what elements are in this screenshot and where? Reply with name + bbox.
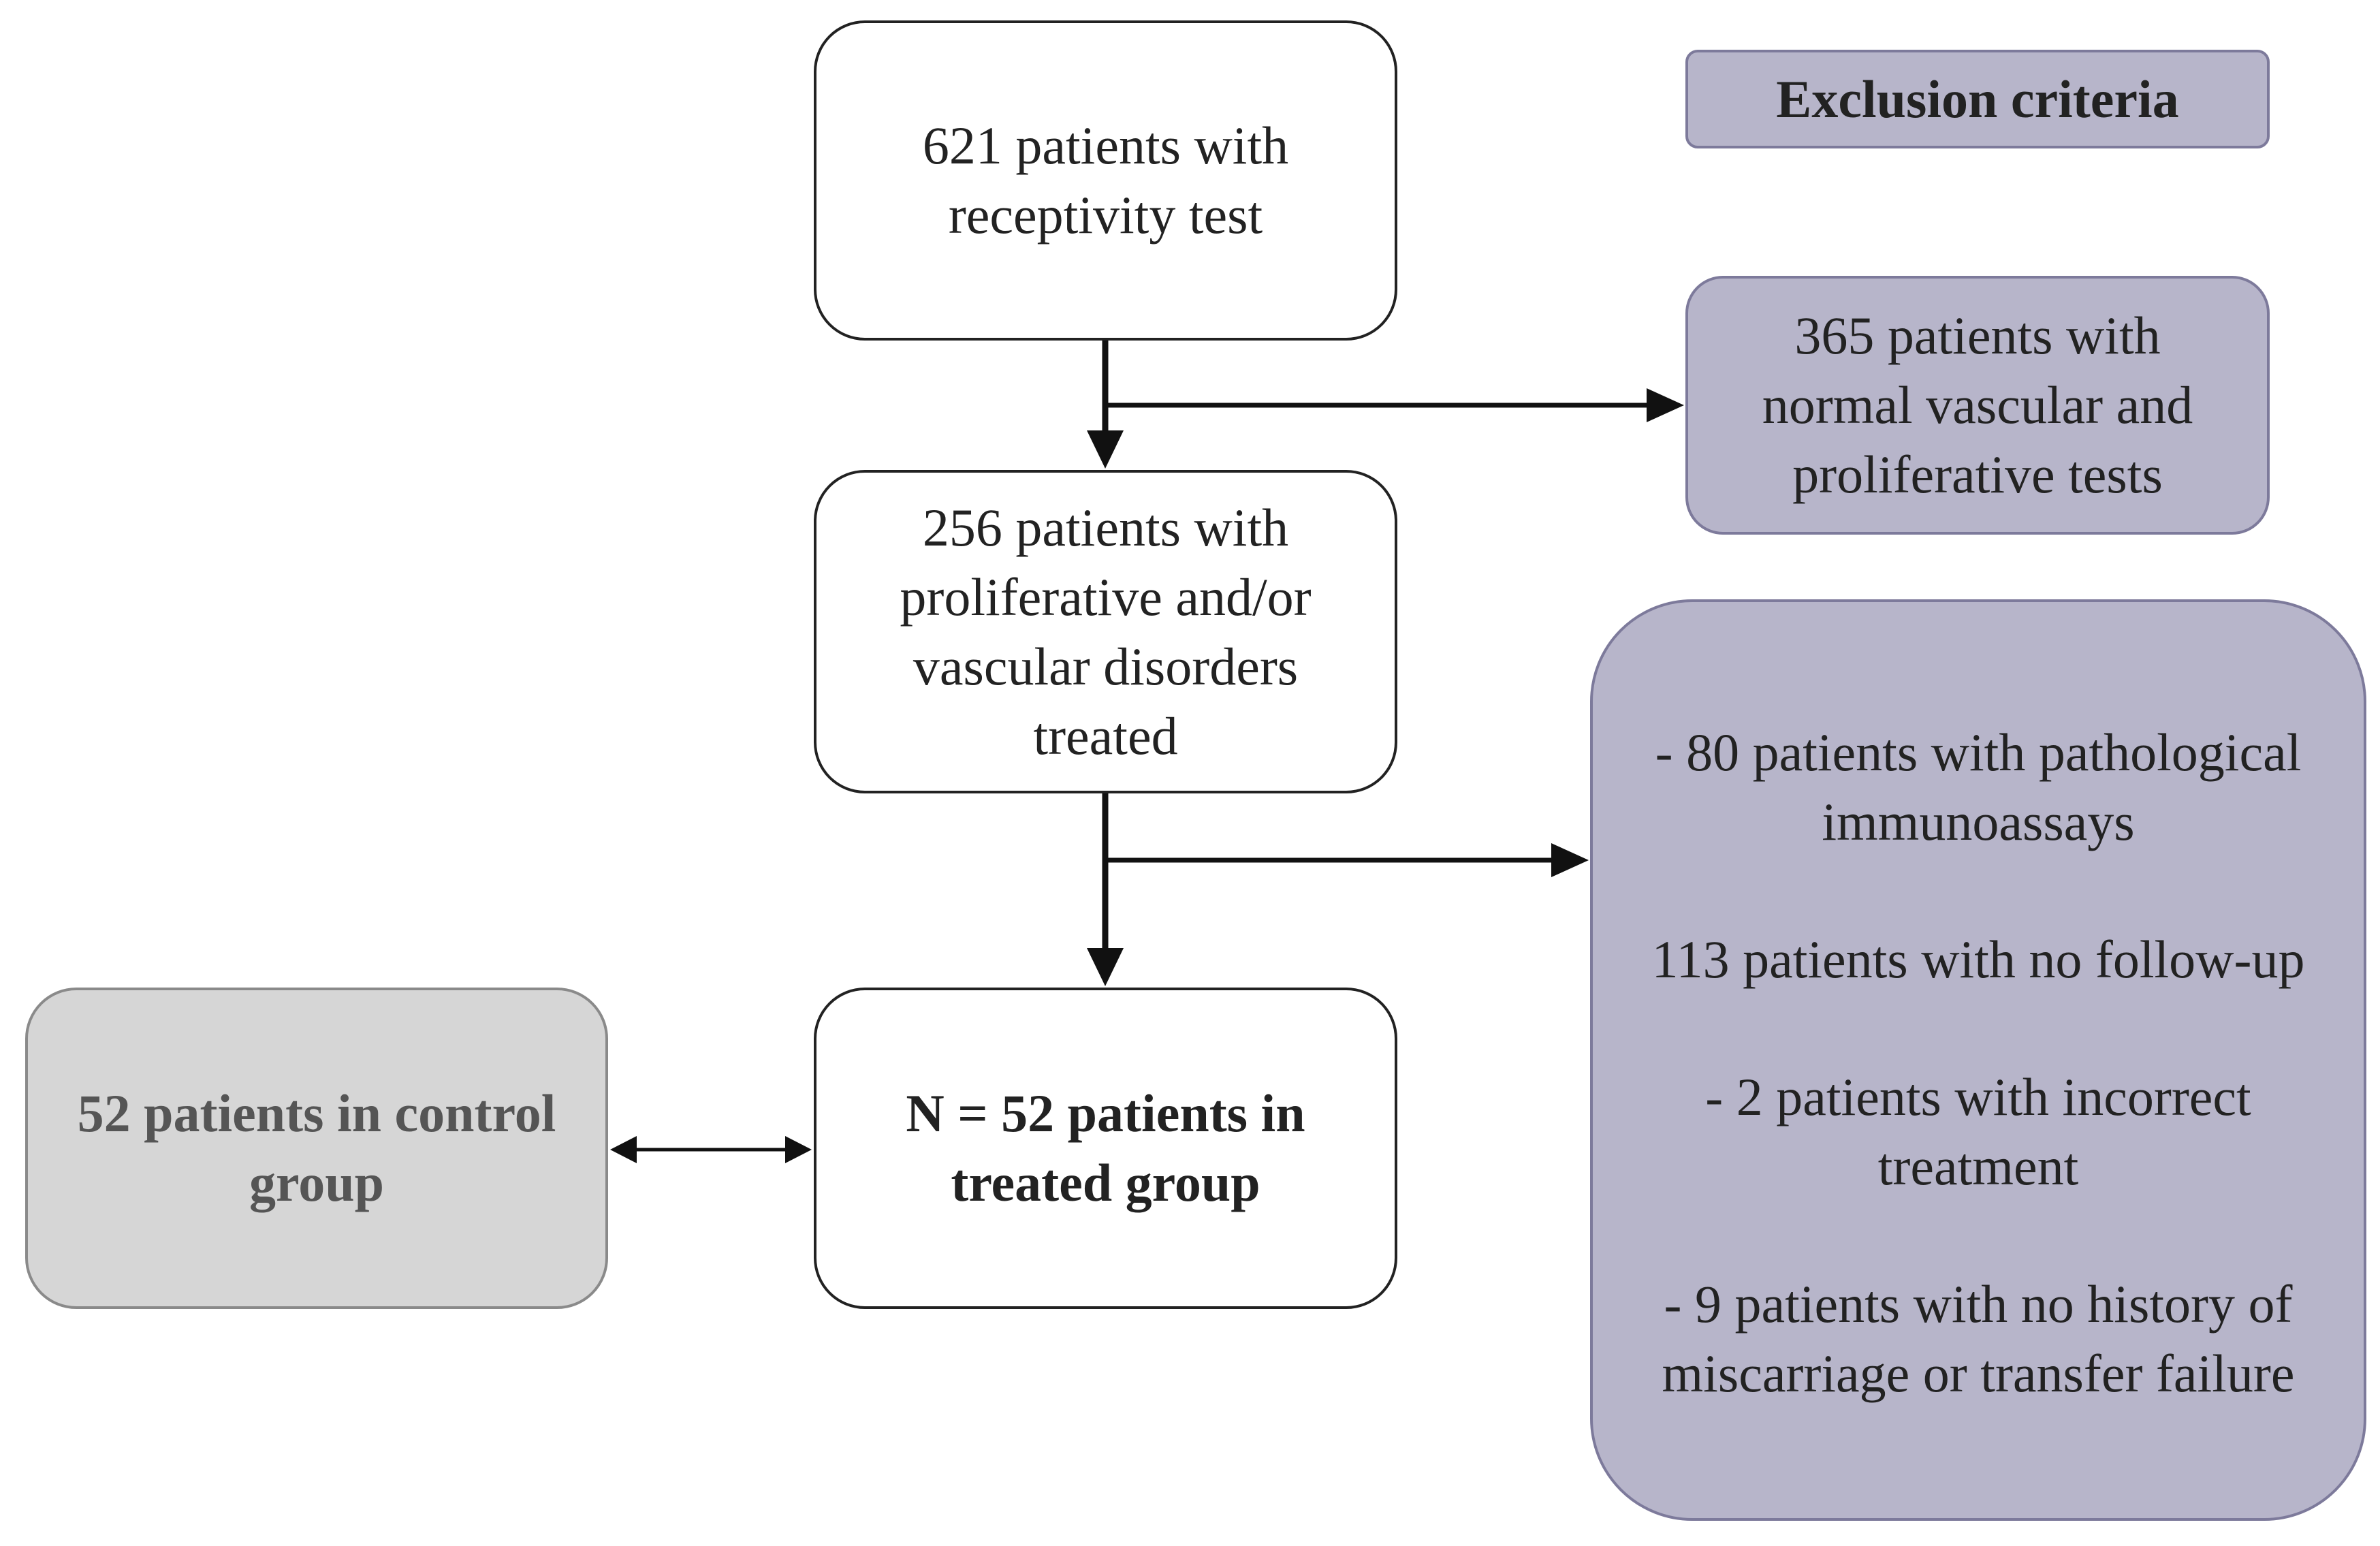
exclusion-item-no-history: - 9 patients with no history of miscarri…: [1662, 1269, 2295, 1408]
control-group-line-1: 52 patients in control: [77, 1084, 556, 1143]
exclusion-1-line-3: proliferative tests: [1792, 445, 2163, 504]
exclusion-item-3-line-1: - 2 patients with incorrect: [1705, 1067, 2251, 1126]
treated-disorders-line-1: 256 patients with: [922, 497, 1289, 557]
arrowhead-control: [610, 1136, 637, 1163]
treated-disorders-line-4: treated: [1033, 706, 1178, 766]
exclusion-item-no-follow-up: 113 patients with no follow-up: [1651, 925, 2304, 994]
control-group-line-2: group: [249, 1153, 384, 1212]
arrowhead-exclusion-2: [1551, 843, 1589, 877]
treated-disorders-box: 256 patients with proliferative and/or v…: [814, 470, 1397, 793]
treated-group-box: N = 52 patients in treated group: [814, 988, 1397, 1309]
start-line-1: 621 patients with: [922, 116, 1289, 175]
exclusion-item-incorrect-treatment: - 2 patients with incorrect treatment: [1705, 1062, 2251, 1201]
exclusion-item-3-line-2: treatment: [1877, 1137, 2079, 1196]
exclusion-criteria-header: Exclusion criteria: [1685, 50, 2270, 148]
exclusion-item-immunoassays: - 80 patients with pathological immunoas…: [1655, 718, 2302, 857]
arrowhead-exclusion-1: [1647, 388, 1684, 422]
exclusion-header-label: Exclusion criteria: [1776, 69, 2179, 129]
exclusion-1-line-1: 365 patients with: [1794, 306, 2161, 365]
exclusion-item-1-line-2: immunoassays: [1822, 792, 2135, 851]
exclusion-1-line-2: normal vascular and: [1762, 375, 2193, 435]
treated-group-line-1: N = 52 patients in: [906, 1084, 1305, 1143]
treated-disorders-line-2: proliferative and/or: [900, 567, 1312, 627]
arrowhead-treated: [785, 1136, 812, 1163]
control-group-box: 52 patients in control group: [25, 988, 608, 1309]
exclusion-reasons-box: - 80 patients with pathological immunoas…: [1590, 599, 2366, 1521]
treated-group-line-2: treated group: [951, 1153, 1260, 1212]
exclusion-item-1-line-1: - 80 patients with pathological: [1655, 723, 2302, 782]
start-box: 621 patients with receptivity test: [814, 20, 1397, 341]
arrowhead-disorders: [1087, 430, 1124, 469]
exclusion-normal-tests-box: 365 patients with normal vascular and pr…: [1685, 276, 2270, 535]
exclusion-item-2-line-1: 113 patients with no follow-up: [1651, 930, 2305, 989]
treated-disorders-line-3: vascular disorders: [913, 636, 1299, 696]
arrowhead-treated-group: [1087, 948, 1124, 986]
exclusion-item-4-line-1: - 9 patients with no history of: [1664, 1274, 2293, 1334]
exclusion-item-4-line-2: miscarriage or transfer failure: [1662, 1344, 2295, 1403]
start-line-2: receptivity test: [948, 185, 1263, 244]
